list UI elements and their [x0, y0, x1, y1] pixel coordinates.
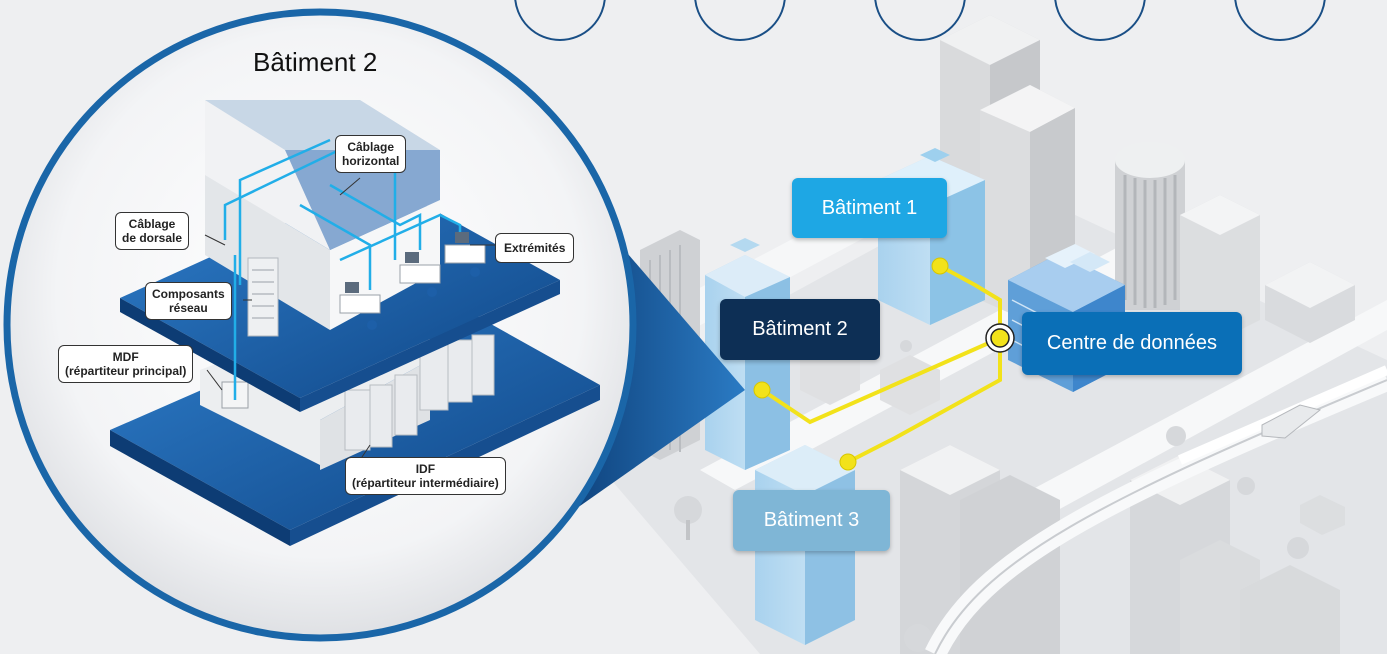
callout-line: IDF [415, 462, 436, 476]
zoom-title: Bâtiment 2 [253, 47, 378, 77]
callout-line: horizontal [342, 154, 400, 168]
callout-line: Câblage [128, 217, 176, 231]
top-decorative-circles [514, 0, 1326, 41]
network-links [760, 264, 1002, 464]
callout-line: Câblage [347, 140, 394, 154]
callout-line: (répartiteur intermédiaire) [352, 476, 499, 490]
callout-line: Extrémités [504, 241, 566, 255]
network-nodes [753, 257, 1015, 471]
building-2-label: Bâtiment 2 [720, 299, 880, 360]
callout-line: (répartiteur principal) [65, 364, 187, 378]
callout-endpoints: Extrémités [495, 233, 575, 263]
callout-line: Composants [152, 287, 225, 301]
callout-network-components: Composants réseau [145, 282, 232, 320]
callout-line: de dorsale [122, 231, 183, 245]
callout-backbone-cabling: Câblage de dorsale [115, 212, 190, 250]
building-2-interior [110, 100, 600, 546]
callout-line: réseau [168, 301, 208, 315]
data-center-label: Centre de données [1022, 312, 1242, 375]
callout-mdf: MDF (répartiteur principal) [58, 345, 194, 383]
callout-horizontal-cabling: Câblage horizontal [335, 135, 407, 173]
building-1-label: Bâtiment 1 [792, 178, 947, 238]
callout-idf: IDF (répartiteur intermédiaire) [345, 457, 506, 495]
callout-line: MDF [112, 350, 139, 364]
building-3-label: Bâtiment 3 [733, 490, 890, 551]
